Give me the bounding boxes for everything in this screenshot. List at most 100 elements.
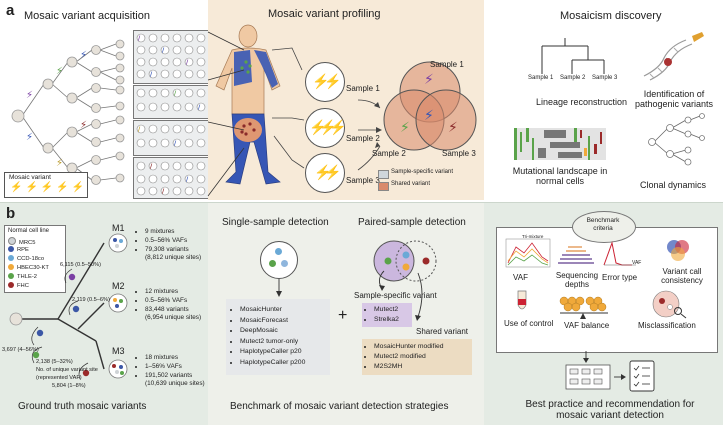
key-shared-swatch [378,182,389,191]
tree-number-5: 5,804 (1–8%) [52,383,86,389]
profiling-title: Mosaic variant profiling [268,8,381,20]
venn-label-sample-1: Sample 1 [430,60,464,69]
cell-grid-dots: /// /// /// // [136,33,206,196]
single-title: Single-sample detection [222,217,329,228]
venn-diagram: ⚡ ⚡ ⚡ ⚡ [383,61,477,151]
clonal-tree [648,113,705,166]
cell-dot [8,246,14,252]
cell-grid-box-3 [133,120,209,156]
shared-variant-label: Shared variant [416,327,469,336]
m3-stat: 1–56% VAFs [145,362,205,371]
clonal-title: Clonal dynamics [640,180,707,190]
cell-line-label: MRC5 [19,240,36,246]
m1-stat: 9 mixtures [145,227,201,236]
bolt-red-icon: ⚡ [71,182,88,193]
mixture-label-m1: M1 [112,223,125,233]
lineage-leaf-2: Sample 2 [560,75,586,81]
single-arrow [276,279,282,297]
m3-unique-sites: (10,639 unique sites) [145,380,205,387]
m2-stat: 0.5–56% VAFs [145,296,201,305]
mutational-heatmap [514,128,606,160]
shared-tool: Mutect2 modified [374,352,472,362]
paired-title: Paired-sample detection [358,217,466,228]
cell-line-fhc: FHC [8,282,49,291]
sample-1-label: Sample 1 [346,84,380,93]
single-tool: Mutect2 tumor-only [240,337,330,348]
svg-text:⚡: ⚡ [80,120,87,131]
svg-text:⚡: ⚡ [26,90,33,101]
m3-stat: 18 mixtures [145,353,205,362]
svg-text:/: / [150,71,153,78]
dot-blue [275,248,282,255]
specific-tool: Mutect2 [374,305,412,315]
mixture-label-m3: M3 [112,346,125,356]
bolt-purple-icon: ⚡ [25,182,41,193]
benchmark-title: Benchmark of mosaic variant detection st… [230,401,449,412]
panel-b: b Normal cell line MRC5 RPE CCD-18co HBE… [0,202,723,425]
svg-text:/: / [138,126,141,133]
consistency-icon [667,240,689,261]
shared-tools-box: MosaicHunter modified Mutect2 modified M… [362,339,472,375]
sample-specific-label: Sample-specific variant [354,291,437,300]
cell-line-label: FHC [17,283,29,289]
sample-3-label: Sample 3 [346,176,380,185]
dot-lightblue [281,260,288,267]
criterion-error-type: Error type [602,273,638,282]
criteria-title: Benchmark criteria [586,217,620,232]
single-tool: DeepMosaic [240,326,330,337]
bolt-olive-icon: ⚡ [309,119,327,135]
svg-text:/: / [174,90,177,97]
mixture-label-m2: M2 [112,281,125,291]
mixture-stats-m2: 12 mixtures 0.5–56% VAFs 83,448 variants… [136,287,201,321]
key-specific-swatch [378,170,389,179]
cell-grid-column: /// /// /// // [133,30,209,199]
cell-line-label: HBEC30-KT [17,265,49,271]
cell-line-label: CCD-18co [17,256,45,262]
pathogenic-title: Identification of pathogenic variants [634,89,714,109]
mixture-tree [9,233,128,380]
workflow-diagram [565,351,655,392]
svg-text:⚡: ⚡ [26,132,33,143]
svg-text:⚡: ⚡ [400,120,410,136]
tree-number-3: 3,697 (4–56%) [2,347,39,353]
misclassification-icon [652,290,687,319]
bolt-blue-icon: ⚡ [324,164,342,180]
cell-line-mrc5: MRC5 [8,237,49,246]
tree-note-1: No. of unique variant site [36,367,98,373]
cell-dot [8,237,16,245]
bolt-red-icon: ⚡ [314,164,332,180]
criterion-use-of-control: Use of control [504,319,554,328]
tree-number-1: 6,115 (0.5–50%) [60,262,101,268]
mixture-stats-m3: 18 mixtures 1–56% VAFs 191,502 variants … [136,353,205,387]
discovery-title: Mosaicism discovery [560,10,662,22]
cell-line-legend-title: Normal cell line [8,228,50,234]
cell-dot [8,264,14,270]
panel-a-letter: a [6,2,15,19]
criterion-sequencing-depths: Sequencing depths [555,271,599,289]
tree-number-4: 2,138 (5–32%) [36,359,73,365]
panel-b-letter: b [6,205,16,222]
svg-text:⚡: ⚡ [448,120,458,136]
lineage-title: Lineage reconstruction [536,97,628,107]
m1-stat: 79,308 variants [145,245,201,254]
sample-2-label: Sample 2 [346,134,380,143]
svg-text:⚡: ⚡ [424,108,434,124]
criterion-misclassification: Misclassification [638,321,696,330]
sample-3-circle: ⚡ ⚡ [305,153,345,193]
criterion-vaf: VAF [513,273,528,282]
ground-truth-title: Ground truth mosaic variants [18,401,147,412]
tree-number-2: 2,119 (0.5–6%) [72,297,110,303]
vaf-mini-label: Tri-mixture [522,234,544,239]
bolt-blue-icon: ⚡ [319,119,337,135]
human-body-figure [215,24,281,185]
mosaic-variant-legend-title: Mosaic variant [9,174,51,181]
m2-stat: 83,448 variants [145,305,201,314]
venn-key: Sample-specific variant Shared variant [378,168,482,196]
cell-line-hbec30kt: HBEC30-KT [8,264,49,273]
key-shared-label: Shared variant [391,181,431,187]
shared-tool: M2S2MH [374,362,472,372]
svg-text:/: / [138,35,141,42]
svg-text:/: / [186,59,189,66]
svg-text:⚡: ⚡ [56,66,63,77]
bolt-blue-icon: ⚡ [312,73,330,89]
